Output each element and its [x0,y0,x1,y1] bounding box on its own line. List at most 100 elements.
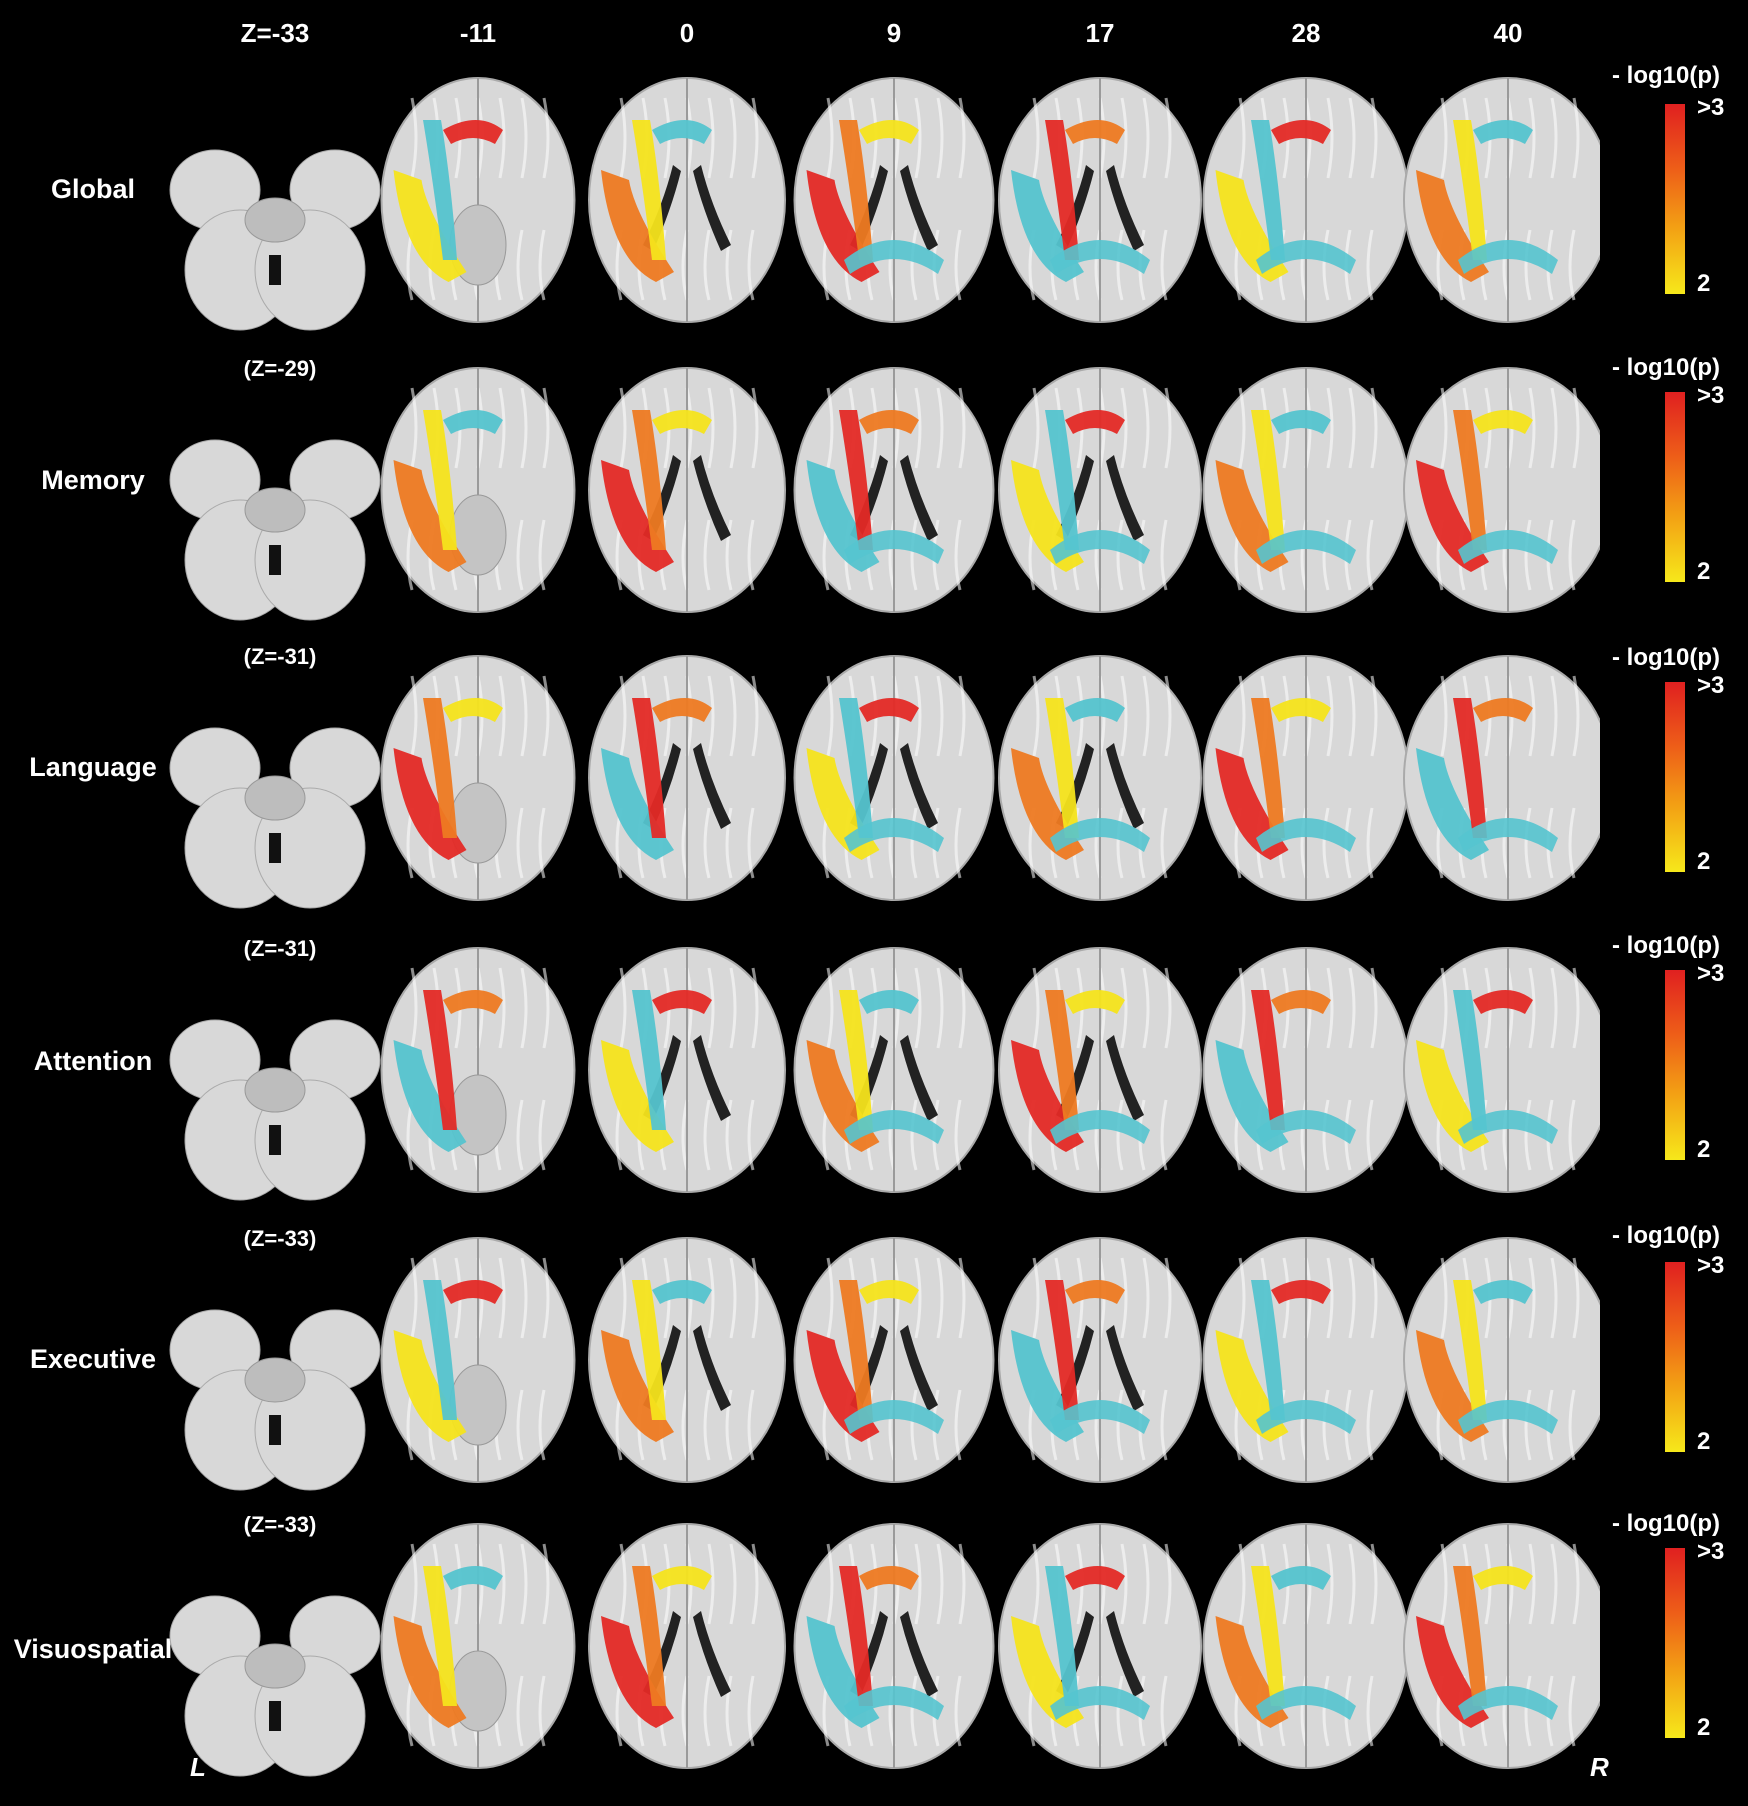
tract-cluster [632,410,666,550]
z-subtitle: (Z=-31) [243,644,317,669]
scale-title: - log10(p) [1612,644,1720,671]
ventricle [693,1611,731,1697]
brain-slices [169,77,1600,331]
posterior-cluster [844,240,944,274]
posterior-cluster [1050,240,1150,274]
color-scale-bar [1665,392,1685,582]
tract-cluster [1251,410,1285,550]
posterior-cluster [1458,818,1558,852]
ventricle [1106,455,1144,541]
brain-slice [1202,367,1410,613]
row-global: Global - log10(p) >3 2 [0,62,1748,360]
brain-slice [1403,1237,1600,1483]
brain-slice [998,655,1202,901]
brain-slice [1202,655,1410,901]
brain-slice [380,947,576,1193]
row-executive: Executive (Z=-33) - log10(p) >3 2 [0,1222,1748,1520]
callosal-cluster [1473,990,1533,1014]
ventricle [1106,1611,1144,1697]
row-visuospatial: Visuospatial (Z=-33) - log10(p) >3 2 [0,1508,1748,1806]
posterior-cluster [1050,1400,1150,1434]
column-header: 9 [886,18,902,48]
posterior-cluster [1458,1686,1558,1720]
callosal-cluster [443,1566,503,1590]
callosal-cluster [1271,698,1331,722]
row-memory: Memory (Z=-29) - log10(p) >3 2 [0,352,1748,650]
callosal-cluster [652,1280,712,1304]
tract-cluster [1453,990,1487,1130]
brain-slices [169,1237,1600,1491]
tract-cluster [1453,1566,1487,1706]
brain-slice [169,149,381,331]
tract-cluster [1251,1566,1285,1706]
ventricle [1106,743,1144,829]
tract-cluster [632,120,666,260]
scale-low-label: 2 [1697,1714,1711,1741]
tract-cluster [839,1280,873,1420]
brain-slice [793,77,995,323]
posterior-cluster [1458,530,1558,564]
row-label: Attention [33,1046,153,1076]
scale-high-label: >3 [1697,94,1725,121]
tract-cluster [423,410,457,550]
ventricle [900,1035,938,1121]
posterior-cluster [1256,530,1356,564]
fourth-ventricle [269,545,281,575]
ventricle [1106,1035,1144,1121]
scale-high-label: >3 [1697,1538,1725,1565]
brain-slice [169,1595,381,1777]
brain-slice [1202,947,1410,1193]
brainstem [244,1643,306,1689]
tract-cluster [1045,410,1079,550]
posterior-cluster [1256,1686,1356,1720]
brainstem [244,1067,306,1113]
posterior-cluster [844,1110,944,1144]
posterior-cluster [1256,1400,1356,1434]
brain-slice [998,947,1202,1193]
callosal-cluster [443,698,503,722]
brain-slice [380,367,576,613]
tract-cluster [632,990,666,1130]
posterior-cluster [1458,1400,1558,1434]
z-subtitle: (Z=-31) [243,936,317,961]
scale-high-label: >3 [1697,960,1725,987]
row-label: Executive [29,1344,157,1374]
callosal-cluster [652,698,712,722]
tract-cluster [1251,990,1285,1130]
callosal-cluster [859,990,919,1014]
ventricle [1106,1325,1144,1411]
row-language: Language (Z=-31) - log10(p) >3 2 [0,640,1748,938]
tract-cluster [1045,120,1079,260]
callosal-cluster [652,120,712,144]
scale-title: - log10(p) [1612,62,1720,89]
brain-slice [1202,77,1410,323]
brain-slice [998,367,1202,613]
callosal-cluster [652,990,712,1014]
callosal-cluster [1065,1566,1125,1590]
brain-slice [793,1523,995,1769]
column-header: 40 [1493,18,1523,48]
color-scale-bar [1665,1262,1685,1452]
callosal-cluster [859,1280,919,1304]
brain-slice [1403,655,1600,901]
tract-cluster [423,120,457,260]
fourth-ventricle [269,833,281,863]
callosal-cluster [1271,1280,1331,1304]
callosal-cluster [1473,410,1533,434]
z-subtitle: (Z=-33) [243,1512,317,1537]
scale-high-label: >3 [1697,382,1725,409]
ventricle [693,1325,731,1411]
brainstem [244,487,306,533]
scale-low-label: 2 [1697,848,1711,875]
tract-cluster [839,410,873,550]
z-subtitle: (Z=-33) [243,1226,317,1251]
tract-cluster [1251,698,1285,838]
posterior-cluster [1050,818,1150,852]
callosal-cluster [1065,120,1125,144]
tract-cluster [423,1566,457,1706]
tract-cluster [1251,120,1285,260]
brain-slice [998,1523,1202,1769]
brain-slice [380,77,576,323]
ventricle [900,455,938,541]
ventricle [900,165,938,251]
